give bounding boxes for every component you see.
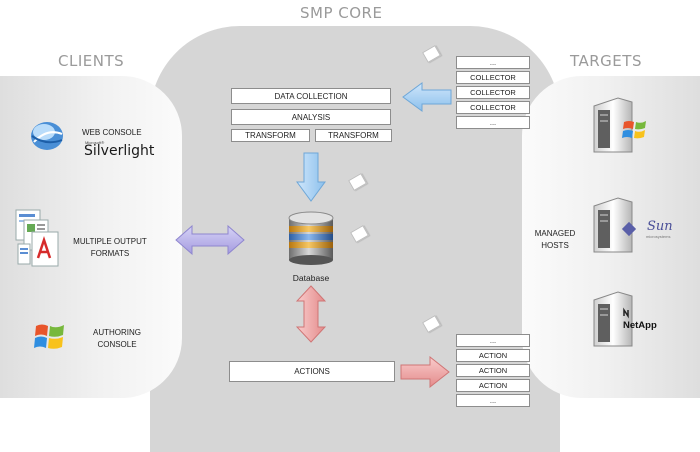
authoring-console-label: AUTHORING CONSOLE [93,328,141,349]
sun-brand: Sun [647,219,673,234]
clients-title: CLIENTS [58,52,125,70]
action-stack-item: ACTION [456,349,530,362]
red-double-arrow [295,285,327,343]
collector-stack-item: COLLECTOR [456,71,530,84]
collector-stack-item: COLLECTOR [456,86,530,99]
transform-box-1: TRANSFORM [231,129,310,142]
collector-stack-item: ... [456,116,530,129]
blue-left-arrow [402,82,452,112]
collector-stack-item: ... [456,56,530,69]
windows-server-icon [588,96,652,154]
managed-hosts-label: MANAGED HOSTS [534,229,576,250]
action-stack-item: ... [456,334,530,347]
multiple-output-label: MULTIPLE OUTPUT FORMATS [73,237,147,258]
smp-core-title: SMP CORE [300,4,383,22]
collector-stack: ... COLLECTOR COLLECTOR COLLECTOR ... [456,56,530,129]
action-stack-item: ACTION [456,379,530,392]
targets-title: TARGETS [570,52,642,70]
database-icon [285,210,337,266]
analysis-box: ANALYSIS [231,109,391,125]
action-stack: ... ACTION ACTION ACTION ... [456,334,530,407]
sun-sub: microsystems [646,234,671,239]
collector-stack-item: COLLECTOR [456,101,530,114]
web-console-label: WEB CONSOLE [82,128,142,137]
blue-down-arrow [296,152,326,202]
sun-server-icon [588,196,680,254]
actions-box: ACTIONS [229,361,395,382]
windows-icon [34,322,66,352]
red-right-arrow [400,355,450,389]
netapp-brand: NetApp [623,320,657,331]
silverlight-brand: Silverlight [84,143,155,159]
database-label: Database [292,273,330,283]
silverlight-icon [28,116,66,154]
documents-icon [14,208,66,272]
action-stack-item: ACTION [456,364,530,377]
data-collection-box: DATA COLLECTION [231,88,391,104]
action-stack-item: ... [456,394,530,407]
netapp-server-icon [588,290,652,348]
silverlight-small-text: Microsoft® [85,140,105,145]
transform-box-2: TRANSFORM [315,129,392,142]
purple-double-arrow [174,224,246,256]
